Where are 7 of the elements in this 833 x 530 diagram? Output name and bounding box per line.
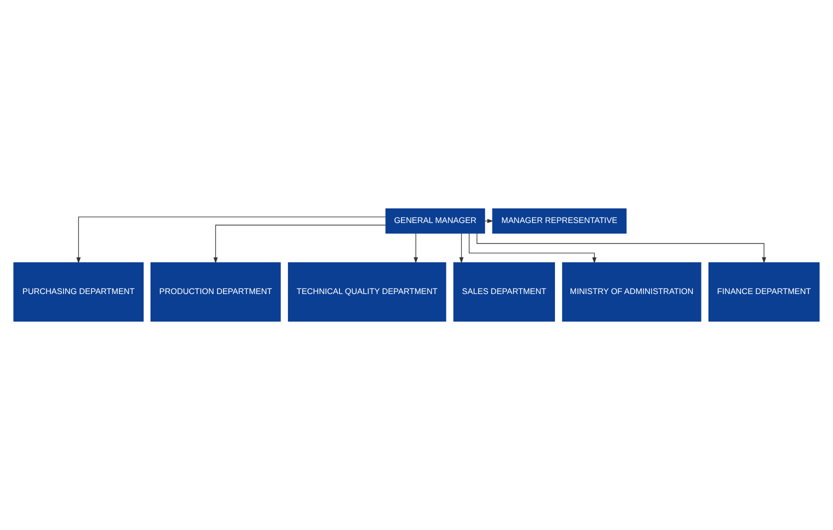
arrow	[476, 232, 766, 264]
arrow	[213, 224, 386, 264]
arrow	[414, 233, 418, 264]
arrow	[459, 233, 464, 264]
arrow	[76, 216, 386, 264]
arrow	[484, 218, 494, 224]
arrow	[468, 232, 596, 264]
